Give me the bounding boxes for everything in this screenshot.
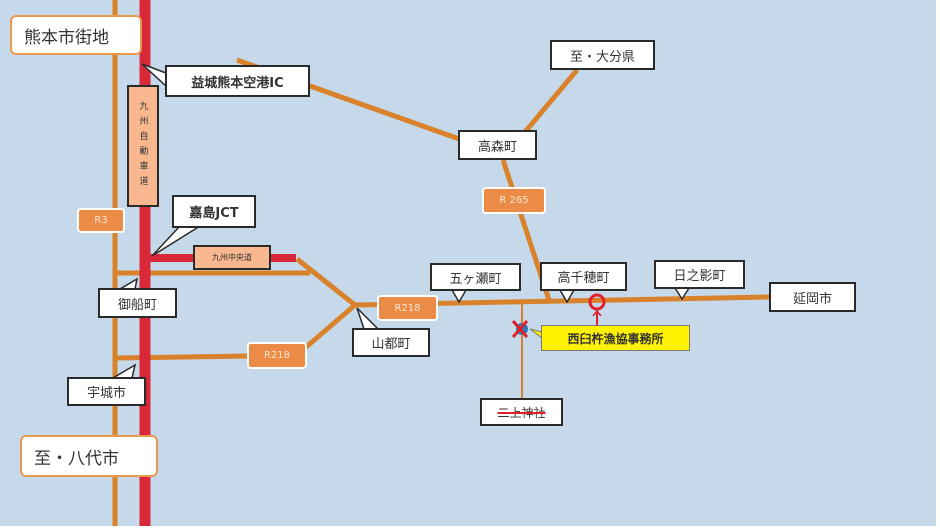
label-takamori: 高森町 bbox=[458, 130, 537, 160]
label-kumamoto-city: 熊本市街地 bbox=[10, 15, 142, 55]
route-r218-upper: R218 bbox=[377, 295, 438, 321]
label-nobeoka: 延岡市 bbox=[769, 282, 856, 312]
label-fishery-office: 西臼杵漁協事務所 bbox=[541, 325, 690, 351]
label-to-yatsushiro: 至・八代市 bbox=[20, 435, 158, 477]
label-yamato: 山都町 bbox=[352, 328, 430, 357]
destination-arrow-head bbox=[592, 309, 602, 317]
route-r218-lower: R218 bbox=[247, 342, 307, 369]
label-kyushu-chuo: 九州中央道 bbox=[193, 245, 271, 270]
label-to-oita: 至・大分県 bbox=[550, 40, 655, 70]
label-uki: 宇城市 bbox=[67, 377, 146, 406]
road-to-oita bbox=[523, 68, 579, 134]
route-r3: R3 bbox=[77, 208, 125, 233]
label-futagami-shrine-removed: 二上神社 bbox=[480, 398, 563, 426]
label-kashima-jct: 嘉島JCT bbox=[172, 195, 256, 228]
road-r218-lower-diagonal bbox=[303, 303, 357, 350]
road-chuo-diagonal bbox=[295, 257, 357, 307]
destination-circle-marker bbox=[588, 293, 606, 311]
label-mifune: 御船町 bbox=[98, 288, 177, 318]
callout-tail-yamato bbox=[356, 307, 380, 330]
route-r265: R 265 bbox=[482, 187, 546, 214]
label-gokase: 五ヶ瀬町 bbox=[430, 263, 521, 291]
label-takachiho: 高千穂町 bbox=[540, 262, 627, 291]
label-hinokage: 日之影町 bbox=[654, 260, 745, 289]
old-location-cross-icon bbox=[511, 320, 529, 338]
label-mashiki-ic: 益城熊本空港IC bbox=[165, 65, 310, 97]
callout-tail-gokase bbox=[450, 289, 468, 304]
road-r218-lower bbox=[114, 353, 251, 361]
label-kyushu-expressway: 九州自動車道 bbox=[127, 85, 159, 207]
